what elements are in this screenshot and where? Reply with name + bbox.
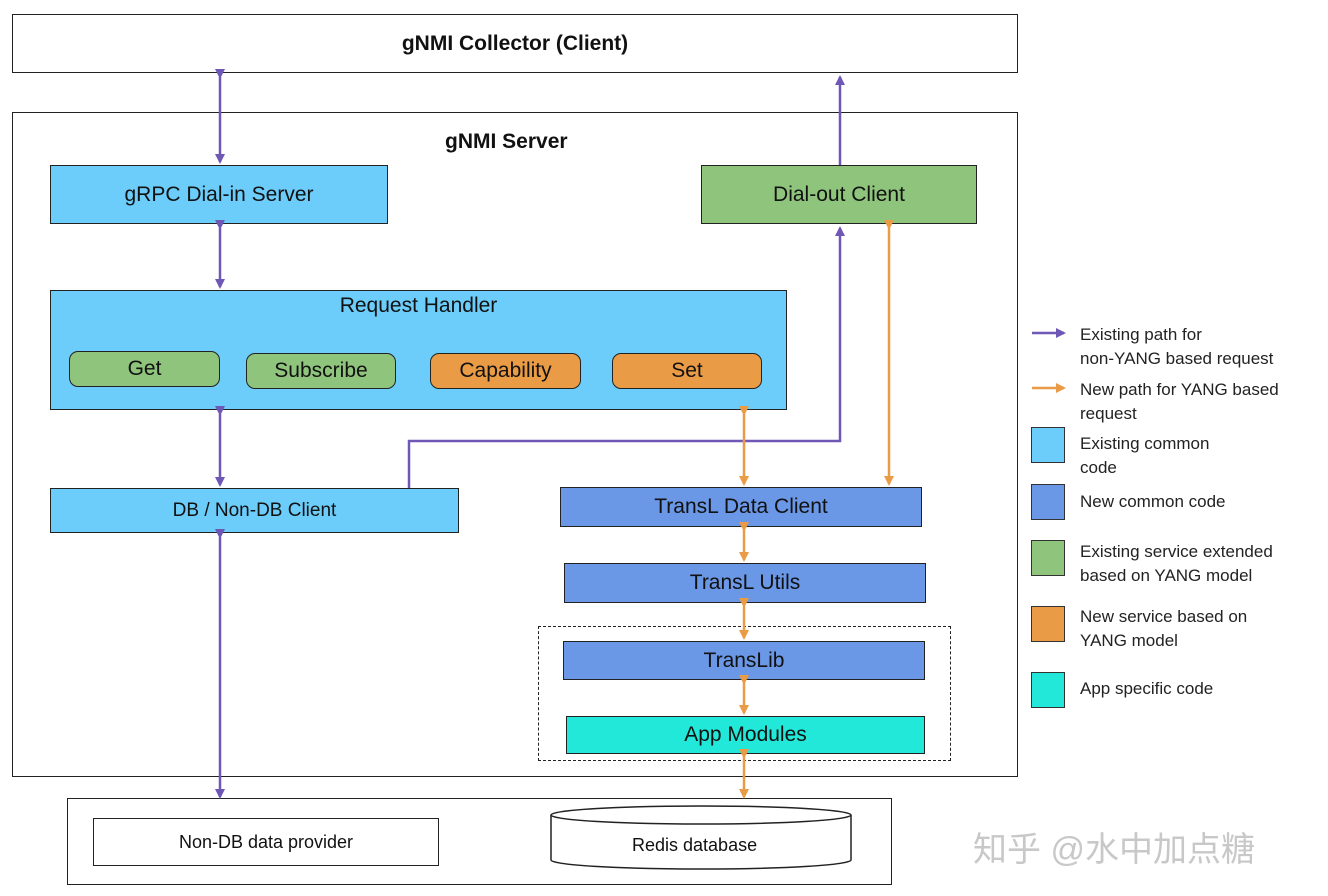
legend-lblue-line1: Existing common — [1080, 434, 1210, 453]
transl-utils: TransL Utils — [564, 563, 926, 603]
dbclient-dialout-path — [407, 226, 845, 488]
grpc-dialin-label: gRPC Dial-in Server — [124, 182, 314, 206]
legend-app-specific-swatch — [1031, 672, 1065, 708]
purple-paths — [215, 69, 845, 799]
get-label: Get — [127, 357, 162, 380]
gnmi-collector-box: gNMI Collector (Client) — [12, 14, 1018, 73]
set-service: Set — [612, 353, 762, 389]
transl-utils-label: TransL Utils — [689, 571, 801, 594]
subscribe-label: Subscribe — [274, 359, 368, 382]
legend-new-service-swatch — [1031, 606, 1065, 642]
legend-existing-common-text: Existing common code — [1080, 432, 1209, 480]
legend-orange-box-line1: New service based on — [1080, 607, 1248, 626]
dialout-client-label: Dial-out Client — [773, 182, 905, 206]
gnmi-server-title: gNMI Server — [445, 130, 568, 153]
legend-orange-line1: New path for YANG based — [1080, 380, 1279, 399]
legend-app-specific-text: App specific code — [1080, 679, 1214, 698]
legend-purple-line2: non-YANG based request — [1080, 349, 1274, 368]
request-handler: Request Handler — [50, 290, 787, 410]
redis-cylinder-icon — [550, 805, 852, 870]
legend-new-common-swatch — [1031, 484, 1065, 520]
capability-service: Capability — [430, 353, 581, 389]
transl-data-client: TransL Data Client — [560, 487, 922, 527]
legend-existing-extended-swatch — [1031, 540, 1065, 576]
app-modules-label: App Modules — [684, 723, 807, 746]
redis-database-label: Redis database — [632, 835, 758, 855]
legend-purple-text: Existing path for non-YANG based request — [1080, 323, 1273, 371]
gnmi-collector-label: gNMI Collector (Client) — [401, 31, 629, 55]
get-service: Get — [69, 351, 220, 387]
non-db-provider-label: Non-DB data provider — [178, 831, 354, 852]
non-db-provider: Non-DB data provider — [93, 818, 439, 866]
db-client-label: DB / Non-DB Client — [172, 499, 337, 521]
legend-orange-box-line2: YANG model — [1080, 631, 1178, 650]
translib: TransLib — [563, 641, 925, 680]
data-layer-frame — [67, 798, 892, 885]
legend-orange-text: New path for YANG based request — [1080, 378, 1279, 426]
request-handler-title: Request Handler — [339, 294, 498, 317]
dialout-client: Dial-out Client — [701, 165, 977, 224]
gnmi-server-frame — [12, 112, 1018, 777]
app-modules: App Modules — [566, 716, 925, 754]
legend-existing-common-swatch — [1031, 427, 1065, 463]
legend-existing-extended-text: Existing service extended based on YANG … — [1080, 540, 1273, 588]
legend-green-line1: Existing service extended — [1080, 542, 1273, 561]
legend-new-service-text: New service based on YANG model — [1080, 605, 1247, 653]
watermark: 知乎 @水中加点糖 — [973, 831, 1255, 869]
set-label: Set — [671, 359, 703, 382]
capability-label: Capability — [459, 359, 552, 382]
legend-green-line2: based on YANG model — [1080, 566, 1253, 585]
legend-orange-line2: request — [1080, 404, 1137, 423]
transl-data-client-label: TransL Data Client — [654, 495, 828, 518]
legend-new-common-text: New common code — [1080, 492, 1226, 511]
legend-purple-line1: Existing path for — [1080, 325, 1202, 344]
subscribe-service: Subscribe — [246, 353, 396, 389]
legend-lblue-line2: code — [1080, 458, 1117, 477]
db-client: DB / Non-DB Client — [50, 488, 459, 533]
orange-paths — [739, 220, 894, 799]
translib-label: TransLib — [703, 648, 785, 672]
